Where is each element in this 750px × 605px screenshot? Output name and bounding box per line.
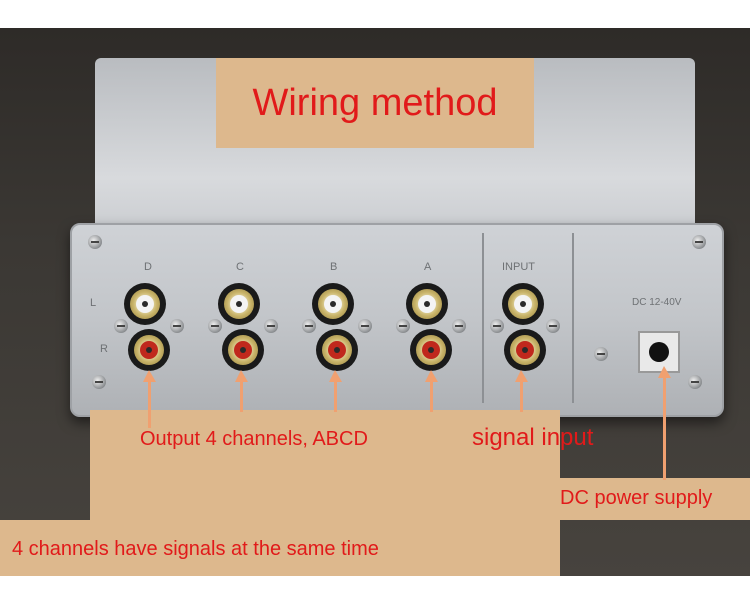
screw-icon (490, 319, 504, 333)
panel-divider (482, 233, 484, 403)
panel-divider (572, 233, 574, 403)
screw-icon (114, 319, 128, 333)
title-label: Wiring method (216, 58, 534, 148)
channel-label-b: B (330, 261, 338, 273)
screw-icon (546, 319, 560, 333)
screw-icon (92, 375, 106, 389)
output-annotation: Output 4 channels, ABCD (140, 428, 368, 450)
screw-icon (692, 235, 706, 249)
rca-jack-d-right (128, 329, 170, 371)
screw-icon (302, 319, 316, 333)
output-label-background (90, 410, 560, 530)
screw-icon (688, 375, 702, 389)
ground-screw-icon (594, 347, 608, 361)
dc-power-annotation: DC power supply (560, 487, 713, 509)
rca-jack-a-left (406, 283, 448, 325)
rca-jack-b-left (312, 283, 354, 325)
rca-jack-input-right (504, 329, 546, 371)
screw-icon (208, 319, 222, 333)
arrow-input-icon (515, 370, 528, 412)
dc-label-background (555, 478, 750, 520)
right-channel-label: R (100, 343, 108, 355)
rca-jack-c-right (222, 329, 264, 371)
screw-icon (452, 319, 466, 333)
arrow-b-icon (329, 370, 342, 412)
input-label: INPUT (502, 261, 535, 273)
rca-jack-input-left (502, 283, 544, 325)
screw-icon (170, 319, 184, 333)
rca-jack-c-left (218, 283, 260, 325)
channel-label-d: D (144, 261, 152, 273)
screw-icon (264, 319, 278, 333)
bottom-annotation: 4 channels have signals at the same time (12, 538, 379, 560)
rca-jack-a-right (410, 329, 452, 371)
arrow-d-icon (143, 370, 156, 428)
arrow-a-icon (425, 370, 438, 412)
rear-panel: L R D C B A INPUT DC 12-40V (70, 223, 724, 417)
screw-icon (396, 319, 410, 333)
rca-jack-b-right (316, 329, 358, 371)
left-channel-label: L (90, 297, 97, 309)
channel-label-a: A (424, 261, 432, 273)
dc-voltage-label: DC 12-40V (632, 297, 682, 308)
signal-input-annotation: signal input (472, 424, 594, 451)
arrow-dc-icon (658, 366, 671, 480)
rca-jack-d-left (124, 283, 166, 325)
channel-label-c: C (236, 261, 244, 273)
screw-icon (88, 235, 102, 249)
screw-icon (358, 319, 372, 333)
arrow-c-icon (235, 370, 248, 412)
bottom-label-background (0, 520, 560, 576)
